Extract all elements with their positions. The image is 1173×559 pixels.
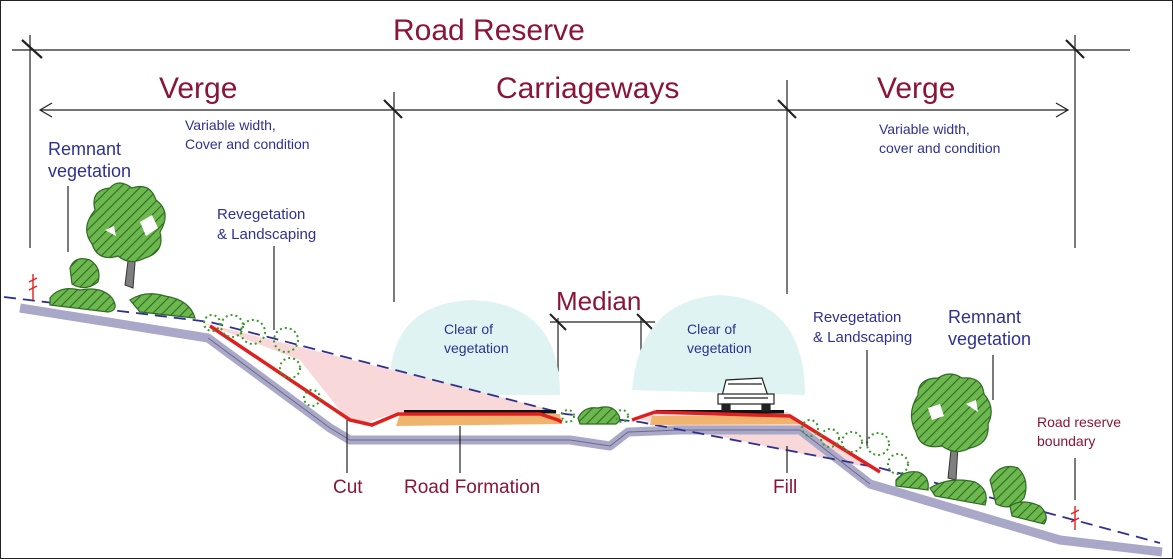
asphalt-left — [404, 410, 556, 414]
pavement-left-base — [396, 414, 562, 426]
tree-left — [49, 182, 196, 319]
verge-right-label: Verge — [877, 72, 956, 105]
clear-zone-left — [389, 300, 560, 395]
median-label: Median — [556, 286, 642, 316]
median-tick-right — [636, 313, 654, 331]
boundary-post-left-icon — [28, 274, 38, 300]
arrow-left — [38, 102, 53, 118]
arrow-right — [1055, 102, 1070, 118]
clear-zone-left-note: Clear of vegetation — [444, 321, 509, 356]
clear-zone-right — [632, 295, 805, 395]
revegetation-right-label: Revegetation & Landscaping — [813, 309, 913, 347]
median-shrub — [577, 406, 621, 425]
remnant-vegetation-right-label: Remnant vegetation — [948, 307, 1032, 349]
ground-edge-line — [207, 337, 871, 485]
revegetation-right — [801, 419, 909, 475]
formation-line-cut — [209, 324, 563, 427]
revegetation-left — [203, 314, 629, 423]
pavement-right-base — [650, 416, 800, 425]
road-formation-label: Road Formation — [404, 477, 541, 498]
verge-left-note: Variable width, Cover and condition — [185, 117, 310, 152]
car-icon — [717, 377, 775, 412]
boundary-post-right-icon — [1070, 506, 1080, 530]
remnant-vegetation-left-label: Remnant vegetation — [48, 139, 132, 181]
formation-line-fill — [631, 410, 881, 474]
cut-zone — [200, 322, 560, 424]
clear-zone-right-note: Clear of vegetation — [687, 321, 752, 356]
tick-verge-carriageway-left — [383, 99, 403, 119]
verge-right-note: Variable width, cover and condition — [879, 121, 1001, 156]
dimension-lines — [12, 35, 1130, 372]
road-reserve-title: Road Reserve — [393, 14, 585, 47]
reserve-tick-left — [21, 39, 43, 59]
verge-left-label: Verge — [159, 72, 238, 105]
leader-lines — [67, 186, 1076, 500]
carriageways-label: Carriageways — [496, 72, 680, 105]
revegetation-left-label: Revegetation & Landscaping — [217, 206, 317, 244]
fill-label: Fill — [773, 477, 798, 498]
tree-right — [895, 373, 1047, 525]
road-reserve-boundary-label: Road reserve boundary — [1037, 414, 1122, 449]
cut-label: Cut — [333, 477, 363, 498]
asphalt-right — [656, 410, 784, 414]
